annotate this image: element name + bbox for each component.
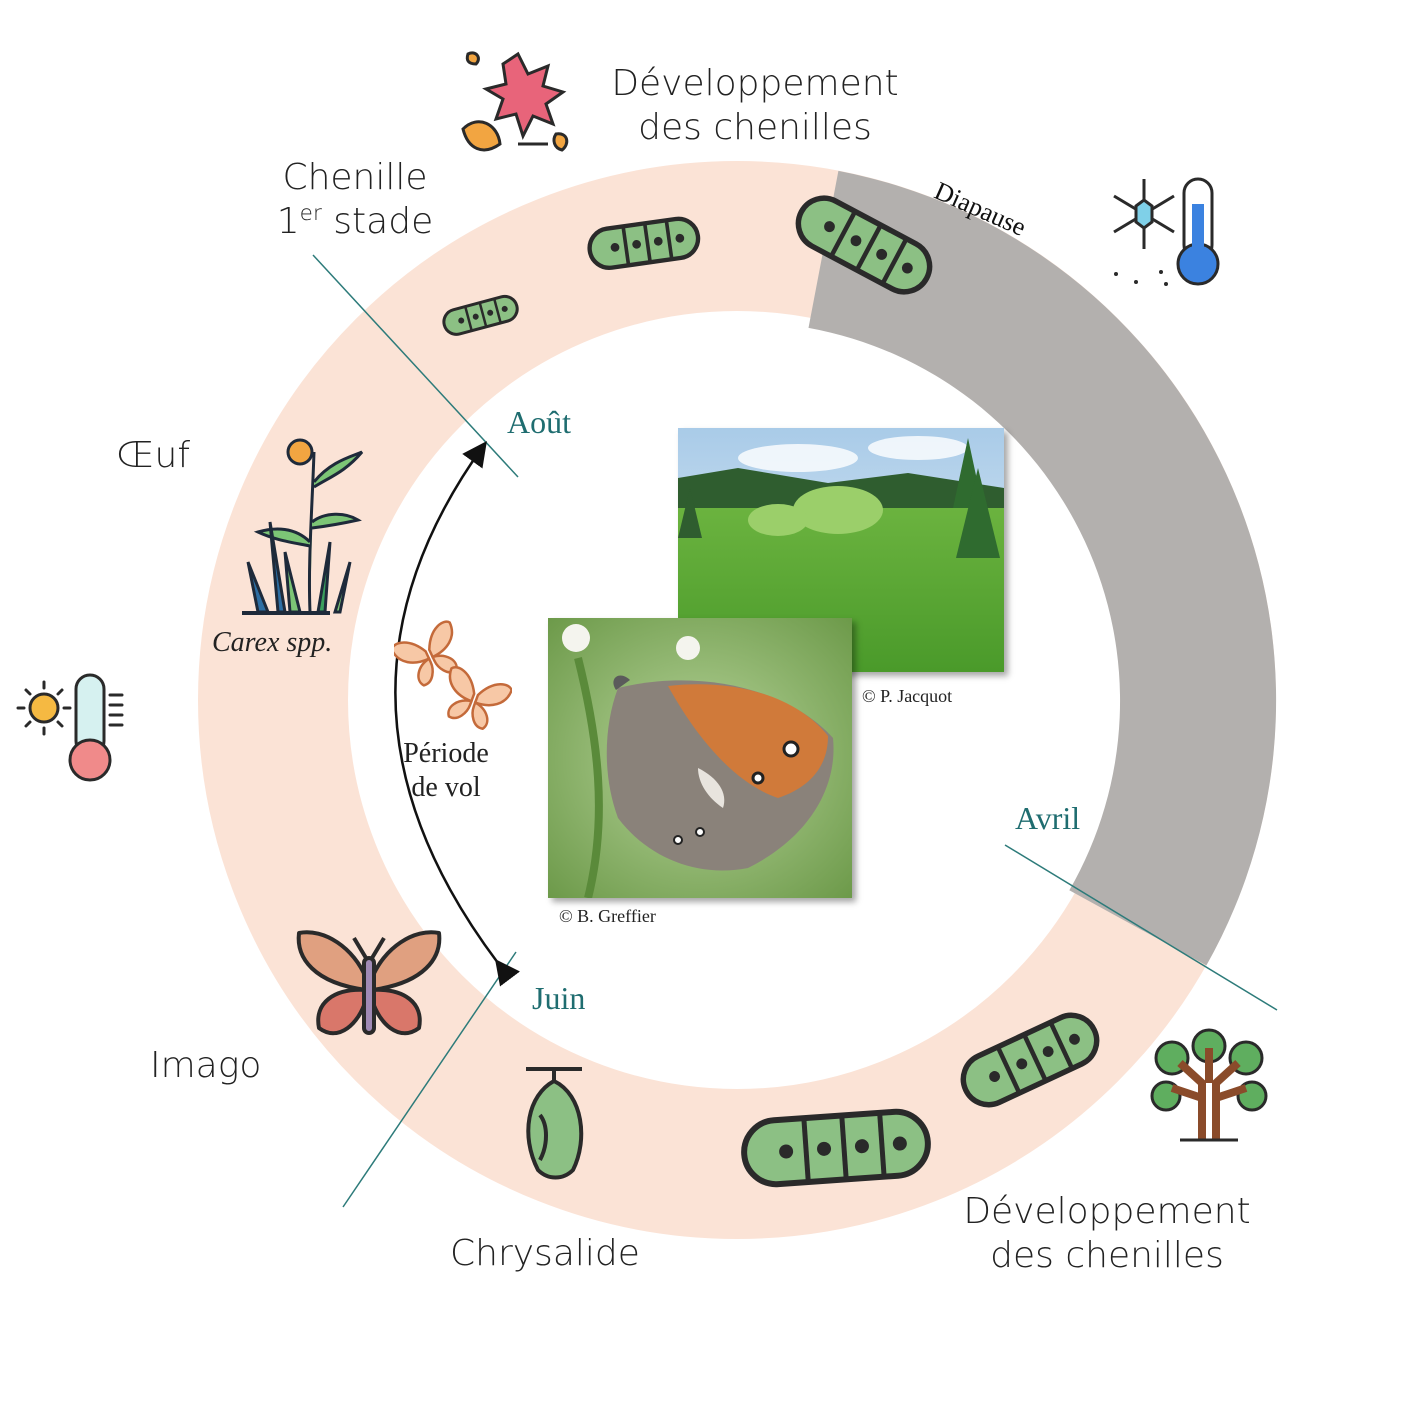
divider-avril (1004, 844, 1278, 1011)
label-chenille-1er-stade: Chenille 1er stade (270, 158, 440, 241)
divider-aout (312, 254, 519, 478)
carex-plant-icon (242, 438, 364, 615)
label-dev-top-line2: des chenilles (638, 106, 872, 148)
label-stade-number: 1 (276, 200, 300, 242)
label-dev-bottom-line1: Développement (963, 1191, 1251, 1232)
month-aout: Août (507, 404, 571, 440)
butterfly-icon (296, 930, 442, 1036)
tree-icon (1150, 1028, 1268, 1142)
month-juin: Juin (532, 980, 586, 1016)
plant-name: Carex spp. (212, 627, 333, 658)
chrysalis-icon (526, 1067, 584, 1180)
flight-period-arrow (394, 440, 521, 987)
caterpillar-icon (442, 294, 519, 336)
label-dev-top: Développement des chenilles (600, 64, 910, 147)
snow-cold-thermometer-icon (1113, 177, 1220, 286)
label-chrysalide: Chrysalide (450, 1233, 640, 1274)
label-imago: Imago (150, 1045, 262, 1086)
label-chenille: Chenille (282, 157, 428, 198)
ring-diapause-phase (808, 170, 1277, 966)
flight-period-label: Période de vol (396, 737, 496, 804)
label-dev-top-line1: Développement (611, 63, 899, 104)
sun-hot-thermometer-icon (16, 673, 124, 782)
month-avril: Avril (1015, 800, 1081, 836)
flight-butterflies-icon (394, 620, 512, 731)
caterpillar-icon (960, 1012, 1100, 1108)
autumn-leaves-icon (461, 51, 569, 152)
label-oeuf: Œuf (116, 435, 191, 476)
caterpillar-icon (795, 195, 933, 295)
flight-period-line1: Période (403, 738, 489, 769)
label-stade-sup: er (299, 200, 322, 226)
landscape-credit: © P. Jacquot (862, 686, 953, 706)
label-stade-line: 1er stade (270, 200, 440, 242)
divider-juin (342, 951, 517, 1208)
caterpillar-icon (741, 1108, 931, 1188)
label-dev-bottom-line2: des chenilles (990, 1234, 1224, 1276)
label-stade: stade (333, 200, 434, 242)
butterfly-photo (548, 618, 852, 898)
caterpillar-icon (587, 216, 701, 270)
label-dev-bottom: Développement des chenilles (952, 1192, 1262, 1275)
butterfly-credit: © B. Greffier (559, 906, 656, 926)
flight-period-line2: de vol (411, 771, 481, 803)
